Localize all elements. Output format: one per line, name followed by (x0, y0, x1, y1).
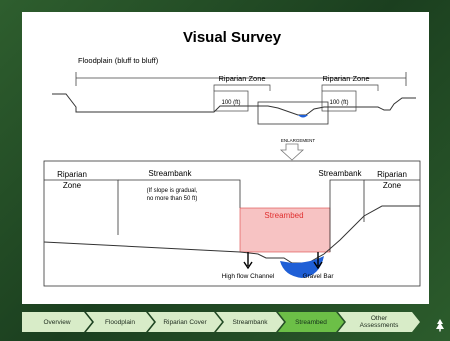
nav-step-label-line2: Assessments (359, 322, 399, 329)
arrow-down-icon (313, 252, 323, 270)
enlargement-label: ENLARGEMENT (281, 138, 316, 143)
streambank-right-label: Streambank (318, 169, 362, 178)
bottom-water (280, 256, 324, 278)
riparian-zone-right-box (321, 90, 357, 112)
riparian-zone-left-label: Riparian Zone (218, 74, 265, 83)
stream-diagram: Visual Survey Floodplain (bluff to bluff… (43, 29, 421, 287)
nav-step-label: Streambank (232, 318, 268, 326)
riparian-zone-left-line1: Riparian (57, 170, 87, 179)
enlargement-arrow-icon (279, 143, 305, 161)
width-left-label: 100 (ft) (221, 100, 240, 106)
nav-step-streambed[interactable]: Streambed (278, 312, 344, 332)
riparian-zone-right-line2: Zone (383, 181, 402, 190)
nav-step-label: Riparian Cover (163, 318, 207, 326)
nav-step-label: Streambed (295, 318, 327, 326)
floodplain-bracket (75, 72, 407, 86)
nav-step-label: Floodplain (105, 318, 135, 326)
nav-step-label: Other Assessments (351, 315, 408, 329)
page-title: Visual Survey (183, 29, 282, 46)
floodplain-label: Floodplain (bluff to bluff) (78, 56, 159, 65)
nav-step-other-assessments[interactable]: Other Assessments (338, 312, 420, 332)
nav-step-streambank[interactable]: Streambank (216, 312, 284, 332)
streambed-zone (239, 207, 331, 253)
nav-step-floodplain[interactable]: Floodplain (86, 312, 154, 332)
nav-step-riparian-cover[interactable]: Riparian Cover (148, 312, 222, 332)
high-flow-channel-label: High flow Channel (222, 273, 275, 280)
survey-navigation: Overview Floodplain Riparian Cover Strea… (22, 310, 432, 334)
streambank-note-line2: no more than 50 ft) (147, 196, 198, 202)
riparian-zone-left-line2: Zone (63, 181, 82, 190)
streambank-left-label: Streambank (148, 169, 192, 178)
streambank-left-column (118, 179, 241, 208)
gravel-bar-label: Gravel Bar (302, 273, 334, 280)
nav-step-label-line1: Other (370, 315, 388, 322)
slide: Visual Survey Floodplain (bluff to bluff… (22, 12, 429, 304)
riparian-zone-right-label: Riparian Zone (322, 74, 369, 83)
riparian-left-bracket (213, 84, 271, 91)
top-water (298, 115, 308, 118)
width-right-label: 100 (ft) (329, 100, 348, 106)
streambank-note-line1: (If slope is gradual, (147, 188, 198, 194)
logo-icon (436, 319, 444, 332)
riparian-right-bracket (321, 84, 379, 91)
enlargement-box (257, 101, 329, 125)
riparian-zone-right-line1: Riparian (377, 170, 407, 179)
riparian-zone-left-box (213, 90, 249, 112)
nav-step-overview[interactable]: Overview (22, 312, 92, 332)
nav-step-label: Overview (43, 318, 71, 326)
bottom-frame (43, 160, 421, 287)
streambed-label: Streambed (264, 211, 303, 220)
arrow-down-icon (243, 252, 253, 270)
streambank-right-column (329, 179, 365, 252)
